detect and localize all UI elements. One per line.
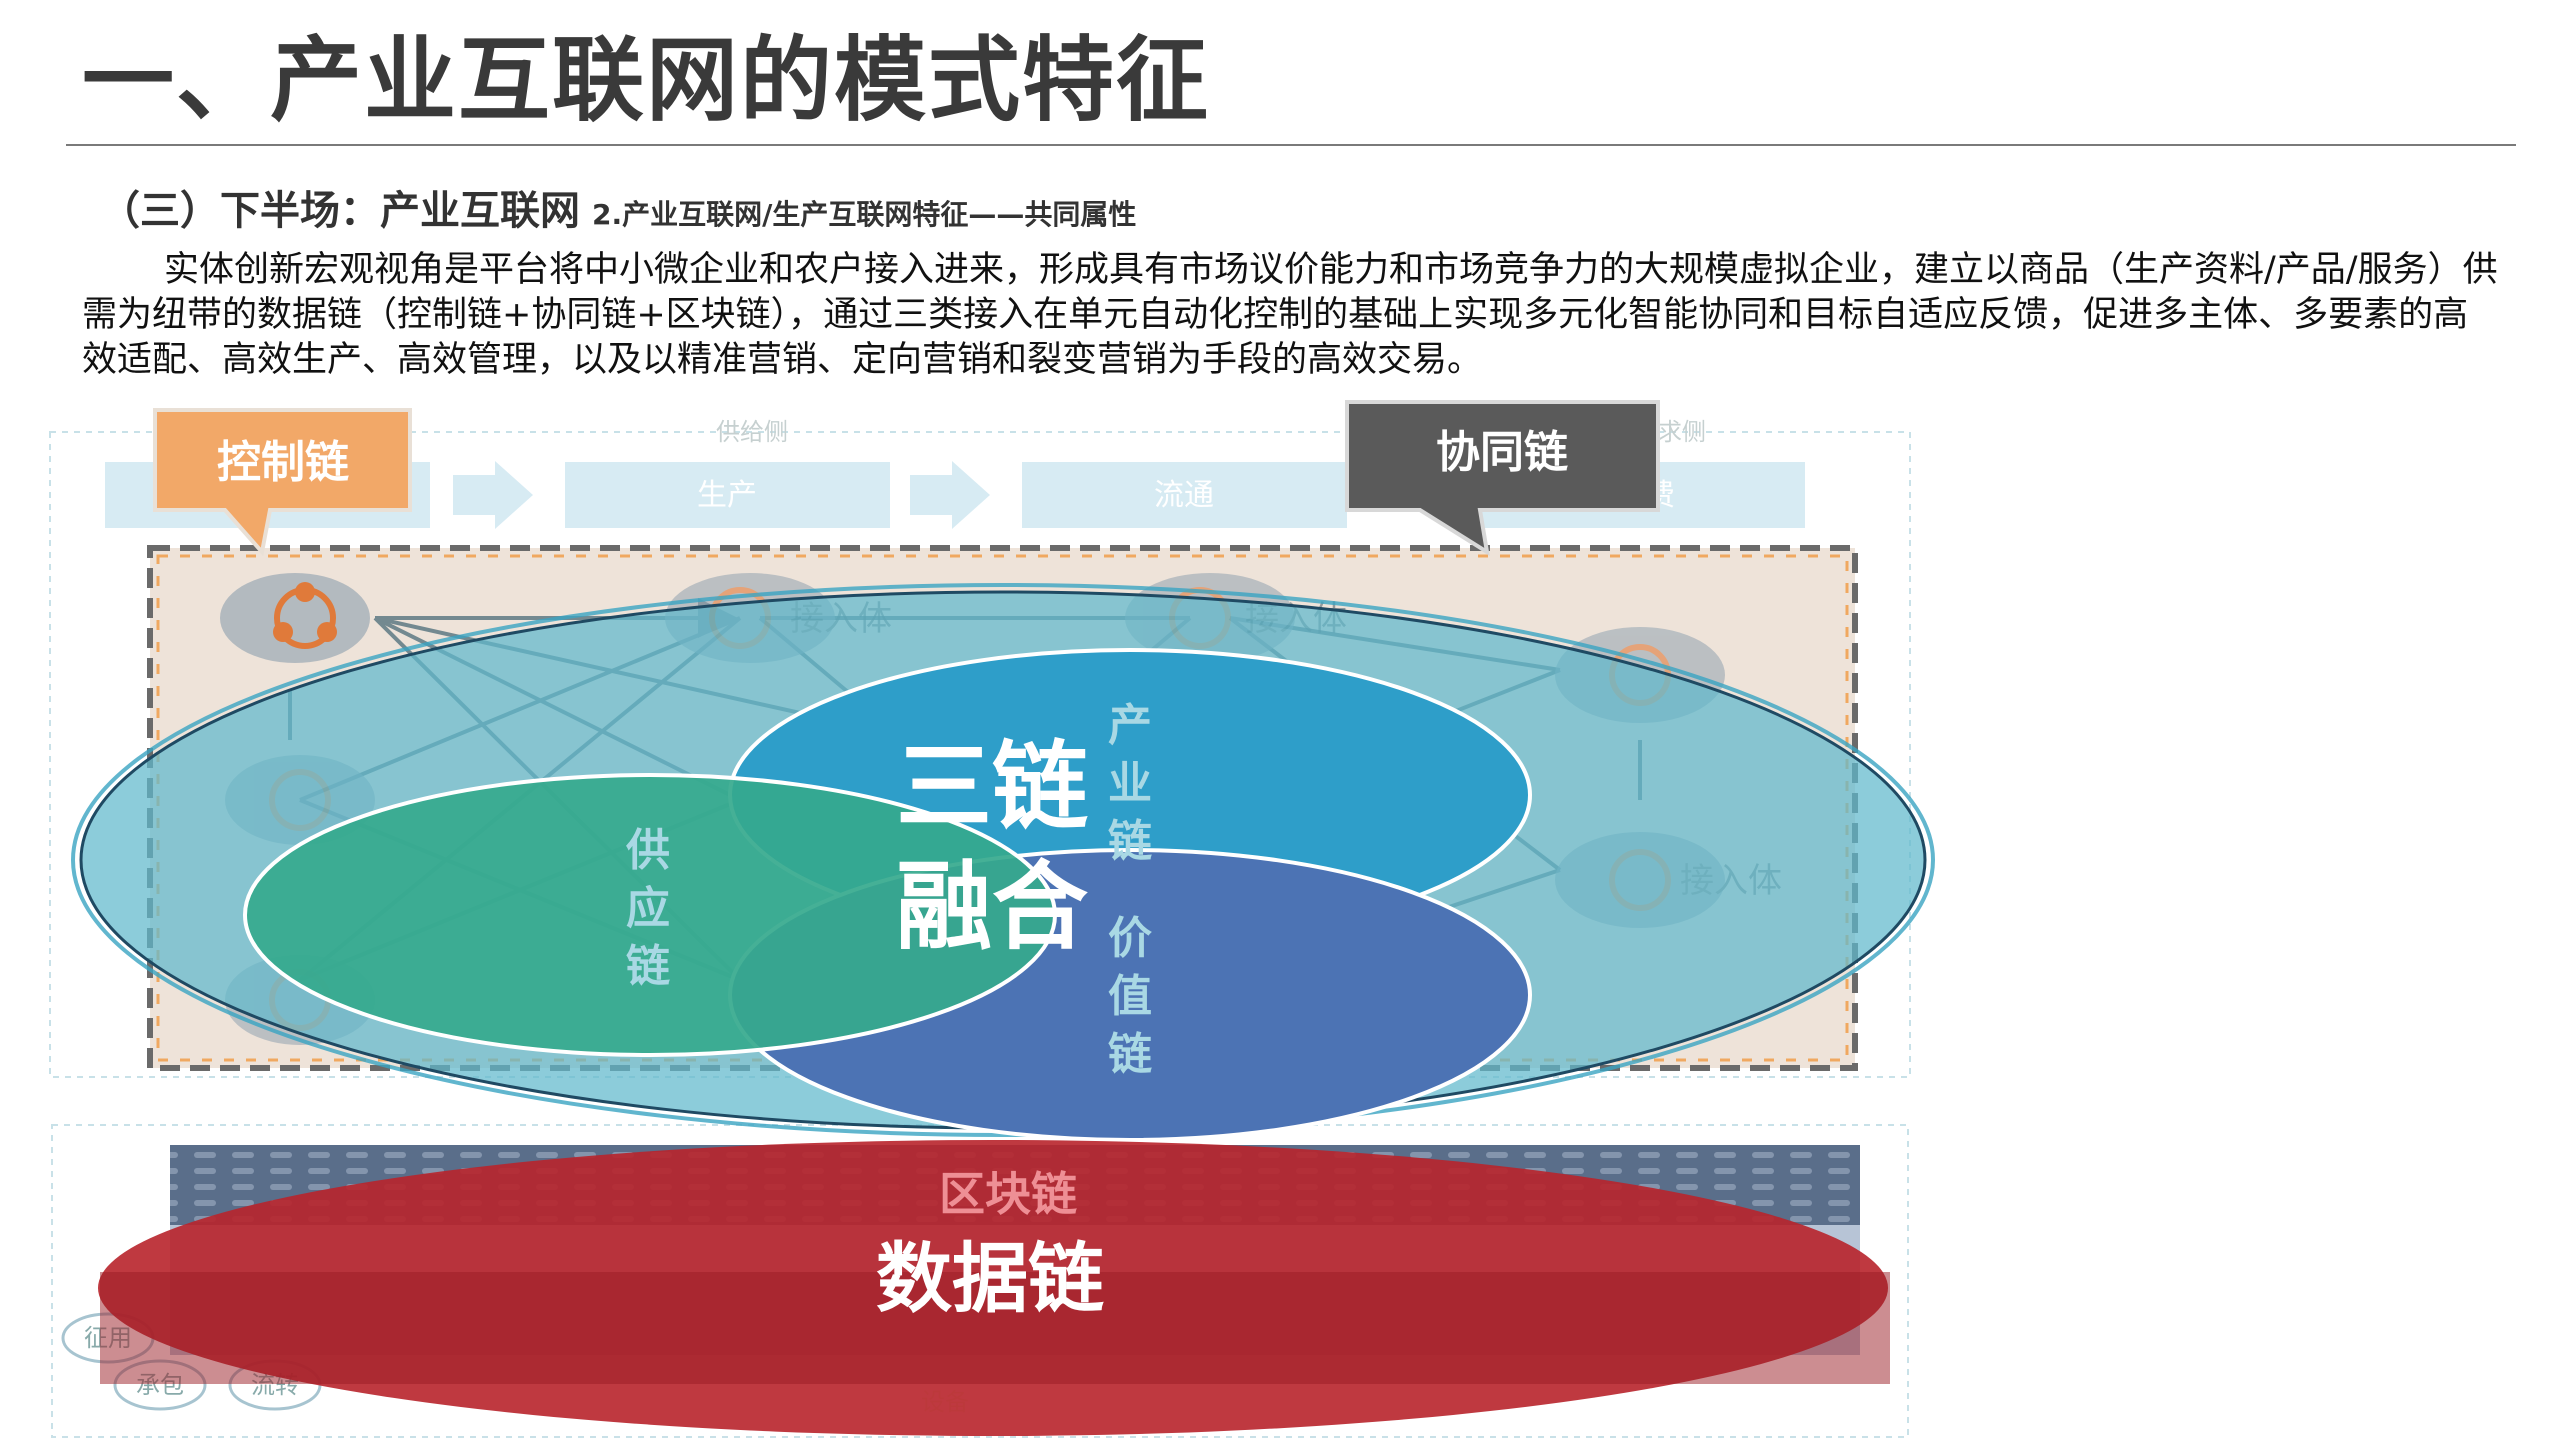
supply-chain-char-0: 供 (626, 826, 670, 875)
value-chain-char-1: 值 (1108, 972, 1152, 1021)
subtitle-minor: 2.产业互联网/生产互联网特征——共同属性 (592, 198, 1137, 231)
flow-box-2 (1022, 462, 1347, 528)
value-chain-char-2: 链 (1108, 1030, 1152, 1079)
coop-chain-label: 协同链 (1436, 428, 1568, 477)
flow-step-production: 生产 (697, 479, 757, 512)
page-title: 一、产业互联网的模式特征 (82, 27, 1211, 134)
data-chain-label: 数据链 (876, 1237, 1104, 1322)
supply-side-label: 供给侧 (716, 419, 788, 446)
center-label-line-1: 三链 (896, 734, 1088, 841)
background-layer: 供给侧 求侧 生产 流通 费 (49, 419, 1911, 1438)
industry-chain-char-0: 产 (1108, 701, 1152, 750)
supply-chain-char-1: 应 (626, 884, 670, 933)
node-icon (220, 573, 370, 663)
center-label-line-2: 融合 (896, 854, 1088, 961)
demand-side-label: 求侧 (1658, 419, 1706, 446)
data-chain-inner-band (100, 1272, 1890, 1384)
control-chain-callout: 控制链 (153, 408, 412, 557)
subtitle-main: （三）下半场：产业互联网 (100, 188, 580, 234)
subtitle: （三）下半场：产业互联网 2.产业互联网/生产互联网特征——共同属性 (100, 178, 1136, 236)
body-paragraph: 实体创新宏观视角是平台将中小微企业和农户接入进来，形成具有市场议价能力和市场竞争… (82, 250, 2498, 380)
flow-arrow-1 (453, 461, 533, 529)
flow-arrow-2 (910, 461, 990, 529)
three-chain-fusion-diagram: 供给侧 求侧 生产 流通 费 (49, 400, 1935, 1438)
flow-box-1 (565, 462, 890, 528)
supply-chain-char-2: 链 (626, 942, 670, 991)
value-chain-char-0: 价 (1108, 914, 1152, 963)
industry-chain-char-1: 业 (1108, 759, 1152, 808)
industry-chain-char-2: 链 (1108, 817, 1152, 866)
supply-chain-ellipse (243, 773, 1057, 1057)
title-divider (66, 144, 2516, 146)
flow-step-circulation: 流通 (1154, 479, 1214, 512)
blockchain-label: 区块链 (939, 1168, 1077, 1220)
big-fusion-ellipse-halo (71, 583, 1935, 1137)
control-chain-label: 控制链 (217, 438, 349, 487)
coop-chain-callout: 协同链 (1345, 400, 1660, 557)
